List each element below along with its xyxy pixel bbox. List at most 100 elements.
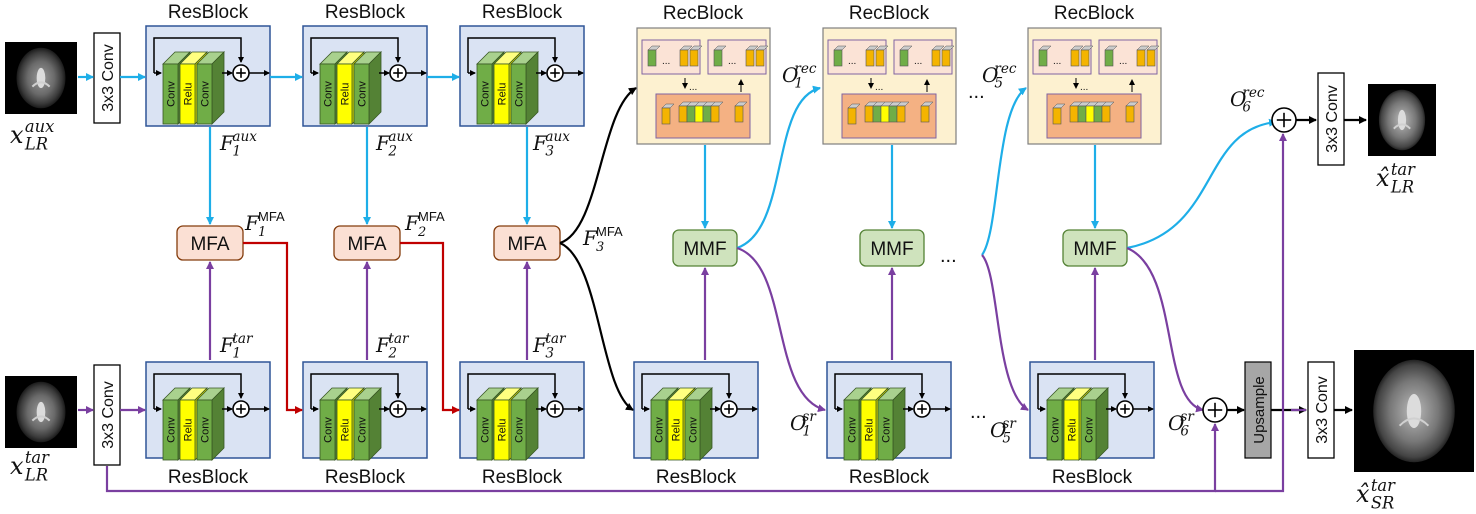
mini-orange — [745, 49, 755, 67]
layer-front-face — [179, 399, 196, 461]
math-superscript: tar — [232, 331, 254, 347]
mini-orange — [710, 105, 720, 123]
mini-ellipsis: ... — [689, 82, 697, 93]
brain-ventricle — [1397, 109, 1407, 131]
math-subscript: 2 — [387, 346, 397, 362]
layer-side-face — [525, 51, 539, 125]
conv-box-label: 3x3 Conv — [1314, 376, 1331, 444]
math-base: O — [982, 63, 998, 87]
plus-circle-icon — [913, 400, 931, 418]
mini-conv — [1077, 105, 1087, 123]
mini-orange — [875, 49, 885, 67]
conv-label: Conv — [166, 81, 178, 107]
conv-label: Conv — [323, 417, 335, 443]
mini-orange — [864, 105, 874, 123]
mini-orange — [679, 49, 689, 67]
mmf1-to-tar-resblock5-arrow — [736, 246, 826, 412]
plus-circle-icon — [389, 400, 407, 418]
layer-front-face — [353, 63, 370, 125]
conv-box-label: 3x3 Conv — [100, 44, 117, 112]
layer-front-face — [510, 399, 527, 461]
mini-ellipsis: ... — [728, 56, 736, 67]
layer-front-face — [319, 63, 336, 125]
mfa1-to-tar-resblock2-arrow — [243, 241, 303, 414]
mfa-box-3-label: MFA — [507, 234, 546, 255]
math-superscript: sr — [1180, 409, 1195, 425]
recblock-ellipsis: ... — [968, 81, 985, 103]
recblock-2: ......... — [822, 27, 957, 145]
mmf3-to-rec-plus-arrow — [1126, 118, 1277, 250]
layer-side-face — [211, 51, 225, 125]
mfa-box-1-label: MFA — [190, 234, 229, 255]
mini-orange — [931, 49, 941, 67]
upsample-label: Upsample — [1251, 376, 1268, 444]
math-subscript: 3 — [545, 144, 554, 160]
layer-front-face — [353, 399, 370, 461]
conv-label: Conv — [323, 81, 335, 107]
math-superscript: aux — [388, 129, 413, 145]
conv-layer: Conv — [510, 51, 539, 125]
layer-front-face — [667, 399, 684, 461]
mfa-box-1: MFA — [176, 225, 244, 261]
math-subscript: 3 — [596, 240, 604, 255]
conv-label: Conv — [200, 417, 212, 443]
skip-connection — [153, 373, 244, 409]
math-superscript: MFA — [258, 209, 285, 224]
math-base: O — [782, 63, 798, 87]
mini-orange — [1101, 105, 1111, 123]
relu-label: Relu — [340, 83, 352, 106]
mmf-box-1-label: MMF — [683, 239, 726, 260]
mini-relu — [880, 105, 890, 123]
tar-lr-brain-image — [5, 376, 77, 448]
conv-label: Conv — [357, 81, 369, 107]
mini-orange — [734, 105, 744, 123]
rec-output-conv: 3x3 Conv — [1317, 72, 1345, 166]
recblock-title: RecBlock — [663, 3, 744, 24]
upsample-box-shape — [1244, 361, 1272, 459]
conv-layer: Conv — [353, 387, 382, 461]
conv-label: Conv — [847, 417, 859, 443]
layer-side-face — [892, 387, 906, 461]
conv-label: Conv — [688, 417, 700, 443]
mfa-box-2: MFA — [333, 225, 401, 261]
tar-resblock-title: ResBlock — [1052, 467, 1133, 488]
conv-layer: Conv — [196, 51, 225, 125]
conv-label: Conv — [514, 417, 526, 443]
brain-ventricle — [36, 67, 46, 89]
layer-front-face — [843, 399, 860, 461]
mmf-box-2: MMF — [859, 229, 925, 267]
math-base: F — [375, 333, 391, 357]
skip-connection — [834, 373, 925, 409]
math-superscript: sr — [1002, 416, 1017, 432]
mini-orange — [847, 107, 857, 125]
resblock-ellipsis: ... — [970, 401, 987, 423]
layer-front-face — [162, 399, 179, 461]
tar-resblock-title: ResBlock — [325, 467, 406, 488]
mini-orange — [1052, 107, 1062, 125]
conv-layer: Conv — [353, 51, 382, 125]
brain-ventricle — [36, 401, 46, 423]
math-subscript: 6 — [1242, 100, 1251, 116]
mini-conv — [1038, 49, 1048, 67]
layer-front-face — [1080, 399, 1097, 461]
math-superscript: MFA — [418, 209, 445, 224]
math-subscript: 5 — [1002, 431, 1011, 447]
brain-ventricle-arc — [1398, 417, 1430, 427]
conv-layer: Conv — [1080, 387, 1109, 461]
conv-label: Conv — [654, 417, 666, 443]
mini-conv — [686, 105, 696, 123]
relu-label: Relu — [497, 83, 509, 106]
mmf-box-3-label: MMF — [1073, 239, 1116, 260]
mini-orange — [689, 49, 699, 67]
math-superscript: tar — [25, 448, 50, 467]
conv-box-label: 3x3 Conv — [100, 381, 117, 449]
math-superscript: rec — [794, 61, 817, 77]
plus-circle-icon — [389, 64, 407, 82]
